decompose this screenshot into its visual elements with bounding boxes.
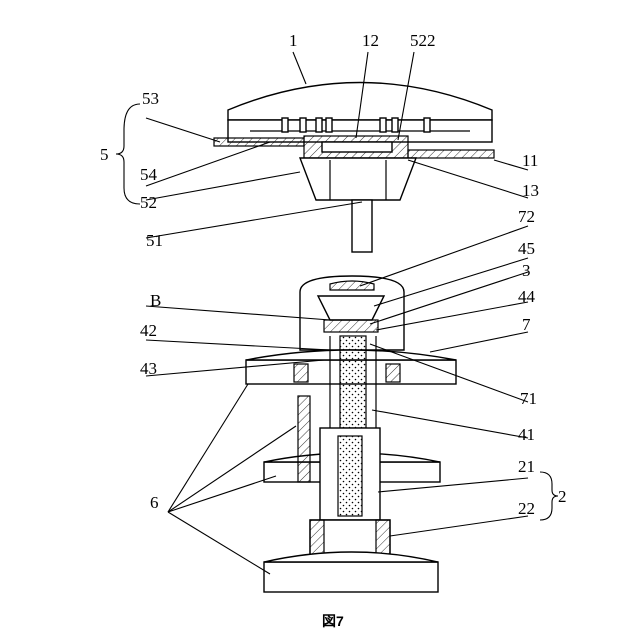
label-22: 22: [518, 499, 535, 518]
label-2: 2: [558, 487, 567, 506]
label-3: 3: [522, 261, 531, 280]
label-51: 51: [146, 231, 163, 250]
label-7: 7: [522, 315, 531, 334]
label-45: 45: [518, 239, 535, 258]
label-B: B: [150, 291, 161, 310]
label-522: 522: [410, 31, 436, 50]
label-21: 21: [518, 457, 535, 476]
label-54: 54: [140, 165, 158, 184]
cap-dome: [228, 83, 492, 121]
label-42: 42: [140, 321, 157, 340]
lower-assembly: [246, 276, 456, 592]
label-41: 41: [518, 425, 535, 444]
label-43: 43: [140, 359, 157, 378]
label-44: 44: [518, 287, 536, 306]
base-flange: [264, 562, 438, 592]
label-12: 12: [362, 31, 379, 50]
label-5: 5: [100, 145, 109, 164]
inner-cone: [318, 296, 384, 320]
label-71: 71: [520, 389, 537, 408]
label-11: 11: [522, 151, 538, 170]
label-13: 13: [522, 181, 539, 200]
label-1: 1: [289, 31, 298, 50]
left-threaded-rod: [214, 138, 304, 146]
filter-column: [340, 336, 366, 428]
label-6: 6: [150, 493, 159, 512]
label-53: 53: [142, 89, 159, 108]
shaft: [352, 200, 372, 252]
figure-caption: 図7: [322, 613, 344, 629]
funnel-body: [300, 158, 416, 200]
right-threaded-rod: [408, 150, 494, 158]
label-72: 72: [518, 207, 535, 226]
label-52: 52: [140, 193, 157, 212]
upper-assembly: [214, 83, 494, 253]
